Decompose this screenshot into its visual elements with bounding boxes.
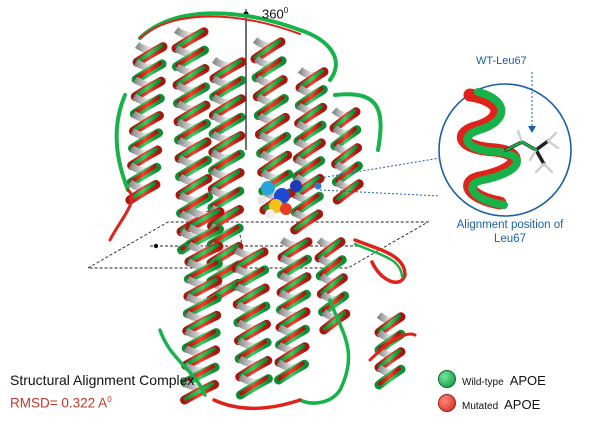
caption-line-2: Leu67 — [494, 233, 526, 245]
legend-name: APOE — [509, 373, 546, 388]
alignment-position-caption: Alignment position of Leu67 — [436, 218, 584, 246]
figure-title: Structural Alignment Complex — [10, 372, 195, 388]
helix-5 — [290, 67, 329, 235]
green-sphere-icon — [438, 370, 456, 388]
legend-item-mutated: Mutated APOE — [438, 394, 540, 412]
legend-prefix: Mutated — [462, 401, 499, 412]
rmsd-value: RMSD= 0.322 A0 — [10, 395, 112, 411]
wt-leu67-label: WT-Leu67 — [476, 55, 527, 67]
red-sphere-icon — [438, 394, 456, 412]
legend-prefix: Wild-type — [462, 377, 504, 388]
helix-6 — [329, 107, 364, 205]
helix-7 — [180, 206, 225, 405]
ligand-spheres — [257, 180, 322, 219]
rotation-angle-label: 3600 — [262, 6, 289, 22]
legend-name: APOE — [504, 397, 541, 412]
inset-zoom-circle — [438, 72, 572, 217]
helix-1 — [125, 42, 168, 205]
helix-10 — [314, 237, 351, 335]
helix-4 — [250, 37, 295, 215]
reference-plane — [86, 221, 430, 269]
helix-9 — [274, 237, 313, 385]
caption-line-1: Alignment position of — [456, 219, 564, 231]
coil-loops — [108, 11, 417, 410]
legend-item-wild-type: Wild-type APOE — [438, 370, 546, 388]
helix-8 — [231, 247, 273, 400]
inset-connector — [319, 157, 441, 197]
